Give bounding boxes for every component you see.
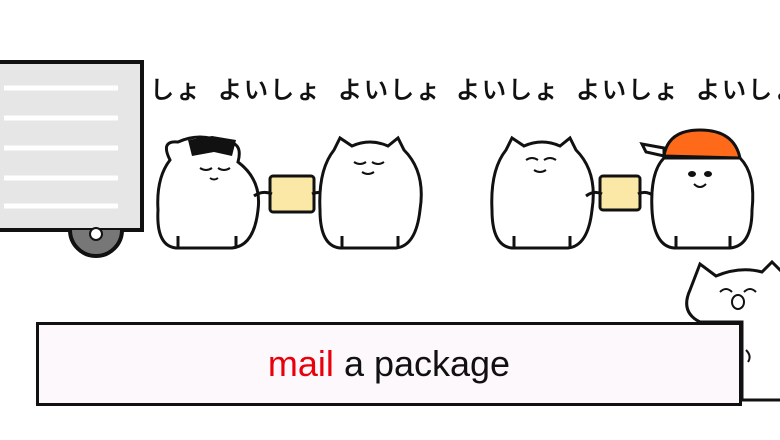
chant-text: よいしょ xyxy=(338,76,442,104)
chant-text: よいしょ xyxy=(218,76,322,104)
chant-text: よいしょ xyxy=(456,76,560,104)
caption-rest: a package xyxy=(343,343,511,384)
chant-text: よいしょ xyxy=(696,76,780,104)
cat-with-sunglasses-icon xyxy=(156,135,261,250)
delivery-truck-icon xyxy=(0,60,144,258)
caption-box: mail a package xyxy=(36,322,742,406)
chant-text: よいしょ xyxy=(576,76,680,104)
cat-icon xyxy=(490,135,595,250)
cat-with-red-cap-icon xyxy=(639,128,755,250)
chant-text-partial: しょ xyxy=(150,76,202,104)
cat-icon xyxy=(318,135,423,250)
caption-verb: mail xyxy=(267,343,334,384)
cardboard-box-icon xyxy=(585,174,655,212)
laughing-cat-icon xyxy=(685,259,780,402)
